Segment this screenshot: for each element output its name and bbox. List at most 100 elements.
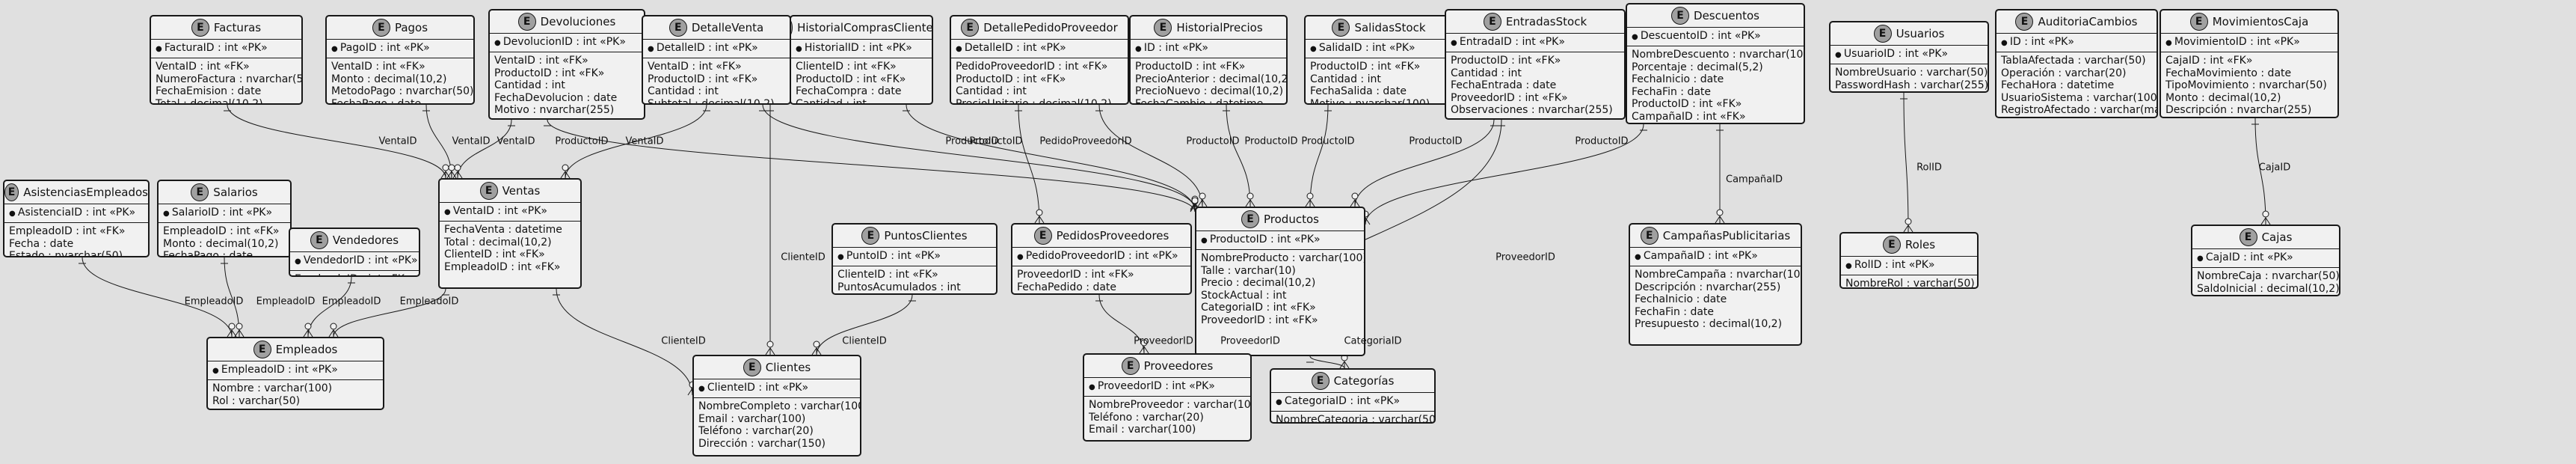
field-row: ClienteID : int «FK»: [837, 269, 938, 281]
entity-icon: E: [668, 19, 687, 37]
many-marker: [446, 171, 457, 179]
field-row: VentaID : int «FK»: [648, 61, 742, 73]
pk-bullet-icon: ●: [1845, 262, 1854, 270]
entity-icon: E: [1241, 210, 1260, 228]
pk-bullet-icon: ●: [295, 257, 304, 266]
many-marker: [452, 171, 463, 179]
primary-key-field: ● PedidoProveedorID : int «PK»: [1012, 247, 1190, 266]
field-row: NombreDescuento : nvarchar(100): [1632, 49, 1805, 61]
entity-title: PedidosProveedores: [1056, 229, 1169, 242]
field-row: Cantidad : int: [1310, 73, 1381, 85]
entity-icon: E: [2239, 228, 2257, 246]
field-list: NombreCategoria : varchar(50): [1271, 411, 1434, 422]
zero-marker: [228, 323, 236, 330]
pk-bullet-icon: ●: [163, 210, 172, 218]
field-row: NombreCompleto : varchar(100): [698, 400, 861, 412]
field-row: NumeroFactura : nvarchar(50): [156, 73, 303, 85]
relation-label: ProductoID: [1186, 135, 1240, 147]
many-marker: [440, 171, 451, 179]
entity-icon: E: [1873, 25, 1892, 43]
pk-bullet-icon: ●: [796, 45, 805, 53]
relation-label: VentaID: [497, 135, 535, 147]
field-row: ProductoID : int «FK»: [796, 73, 906, 85]
zero-marker: [1191, 198, 1199, 205]
primary-key-field: ● RolID : int «PK»: [1841, 256, 1977, 275]
field-row: FechaMovimiento : date: [2165, 67, 2292, 79]
field-row: Motivo : nvarchar(255): [494, 104, 615, 116]
entity-icon: E: [2189, 13, 2208, 31]
pk-bullet-icon: ●: [1310, 45, 1319, 53]
zero-marker: [1036, 209, 1043, 216]
primary-key-field: ● MovimientoID : int «PK»: [2161, 33, 2337, 52]
entity-icon: E: [253, 341, 271, 358]
relation-label: ProveedorID: [1134, 335, 1193, 347]
many-marker: [234, 329, 245, 338]
field-row: FechaVenta : datetime: [444, 224, 562, 236]
primary-key-field: ● EmpleadoID : int «PK»: [208, 361, 383, 379]
primary-key-field: ● VendedorID : int «PK»: [290, 251, 419, 270]
pk-bullet-icon: ●: [494, 39, 503, 47]
field-list: NombreRol : varchar(50): [1841, 275, 1977, 287]
relation-line-devoluciones-productos: [547, 119, 1196, 213]
entity-icon: E: [861, 227, 880, 245]
zero-marker: [1716, 209, 1724, 216]
relation-label: VentaID: [378, 135, 417, 147]
pk-bullet-icon: ●: [156, 45, 165, 53]
pk-bullet-icon: ●: [1089, 383, 1098, 391]
field-list: VentaID : int «FK»NumeroFactura : nvarch…: [151, 58, 303, 103]
field-row: Talle : varchar(10): [1201, 264, 1296, 277]
field-list: NombreDescuento : nvarchar(100)Porcentaj…: [1627, 46, 1805, 123]
entity-historialcompras[interactable]: EHistorialComprasClientes● HistorialID :…: [790, 15, 933, 105]
many-marker: [2260, 217, 2271, 225]
many-marker: [1245, 199, 1255, 207]
entity-title: Vendedores: [332, 233, 399, 247]
field-row: NombreCaja : nvarchar(50): [2197, 270, 2340, 282]
pk-bullet-icon: ●: [837, 253, 846, 261]
many-marker: [1339, 361, 1350, 369]
field-list: NombreProducto : varchar(100)Talle : var…: [1196, 249, 1364, 329]
field-list: EmpleadoID : int «FK»: [290, 270, 419, 275]
zero-marker: [766, 341, 774, 348]
field-row: Estado : nvarchar(50): [1017, 293, 1186, 295]
entity-icon: E: [1121, 357, 1140, 375]
many-marker: [1034, 216, 1045, 224]
entity-title: AuditoriaCambios: [2038, 15, 2138, 28]
field-row: TablaAfectada : varchar(50): [2001, 55, 2146, 67]
entity-icon: E: [1154, 19, 1172, 37]
primary-key-field: ● FacturaID : int «PK»: [151, 39, 301, 58]
field-row: SaldoInicial : decimal(10,2): [2197, 282, 2340, 295]
entity-icon: E: [1640, 227, 1659, 245]
